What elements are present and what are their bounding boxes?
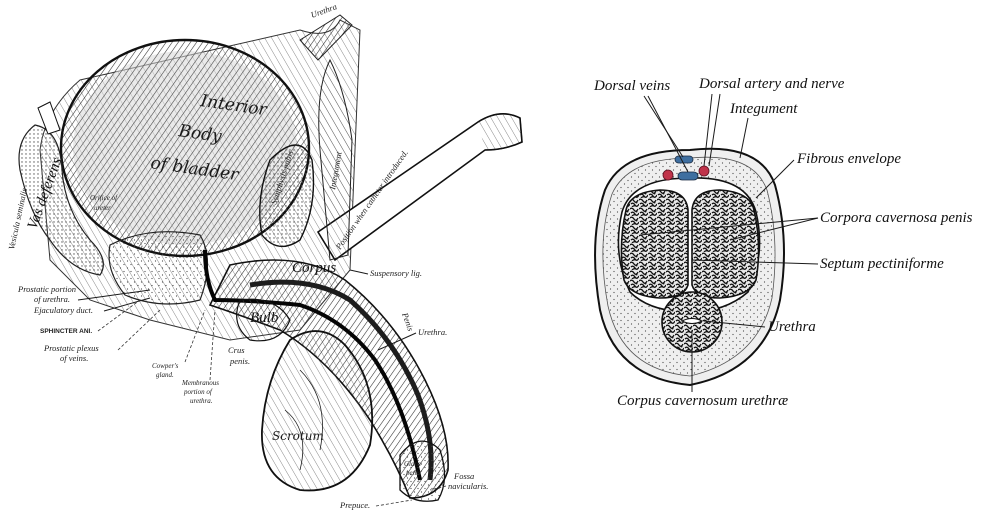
label-membranous-3: urethra.: [190, 397, 213, 405]
label-urethra-r: Urethra: [768, 319, 816, 335]
label-penis: Penis: [400, 310, 416, 333]
label-corpus-urethrae: Corpus cavernosum urethræ: [617, 393, 788, 409]
label-plexus-1: Prostatic plexus: [43, 343, 99, 353]
dorsal-vein-lower: [678, 172, 698, 180]
label-fossa-2: navicularis.: [448, 481, 488, 491]
corpus-cavernosum-right: [692, 190, 759, 298]
label-orifice-2: ureter: [94, 204, 111, 212]
corpus-cavernosum-left: [621, 190, 688, 298]
label-coopers-2: gland.: [156, 371, 174, 379]
label-orifice-1: Orifice of: [90, 194, 118, 202]
label-scrotum: Scrotum: [272, 429, 324, 443]
label-sphincter: SPHINCTER ANI.: [40, 328, 92, 335]
label-crus-2: penis.: [229, 356, 250, 366]
label-fibrous: Fibrous envelope: [796, 151, 901, 167]
label-suspensory: Suspensory lig.: [370, 268, 422, 278]
label-vesicula: Vesicula seminalis: [6, 186, 29, 250]
urethra-slit: [682, 319, 702, 324]
label-prostatic-portion-2: of urethra.: [34, 294, 70, 304]
label-corpora: Corpora cavernosa penis: [820, 210, 973, 226]
label-integument-r: Integument: [729, 101, 798, 117]
label-membranous-1: Membranous: [181, 379, 219, 387]
label-crus-1: Crus: [228, 345, 245, 355]
label-glans-2: penis: [405, 469, 421, 477]
label-bulb: Bulb: [250, 310, 279, 326]
dorsal-vein-upper: [675, 156, 693, 163]
label-prepuce: Prepuce.: [339, 500, 370, 510]
label-dorsal-veins: Dorsal veins: [593, 78, 670, 94]
label-ejaculatory: Ejaculatory duct.: [33, 305, 93, 315]
label-coopers-1: Cowper's: [152, 362, 179, 370]
label-urethra-mid: Urethra.: [418, 327, 447, 337]
label-membranous-2: portion of: [183, 388, 213, 396]
dorsal-artery-right: [699, 166, 709, 176]
label-urethra-top: Urethra: [309, 1, 338, 20]
label-fossa-1: Fossa: [453, 471, 474, 481]
label-corpus: Corpus: [292, 260, 336, 276]
label-prostatic-portion-1: Prostatic portion: [17, 284, 76, 294]
sagittal-section: Urethra Interior Body of bladder Vesicul…: [6, 1, 522, 510]
label-glans-1: Glans: [404, 460, 421, 468]
cross-section: Dorsal veins Dorsal artery and nerve Int…: [593, 76, 973, 409]
dorsal-artery-left: [663, 170, 673, 180]
label-plexus-2: of veins.: [60, 353, 88, 363]
label-septum: Septum pectiniforme: [820, 256, 944, 272]
label-dorsal-artery: Dorsal artery and nerve: [698, 76, 845, 92]
